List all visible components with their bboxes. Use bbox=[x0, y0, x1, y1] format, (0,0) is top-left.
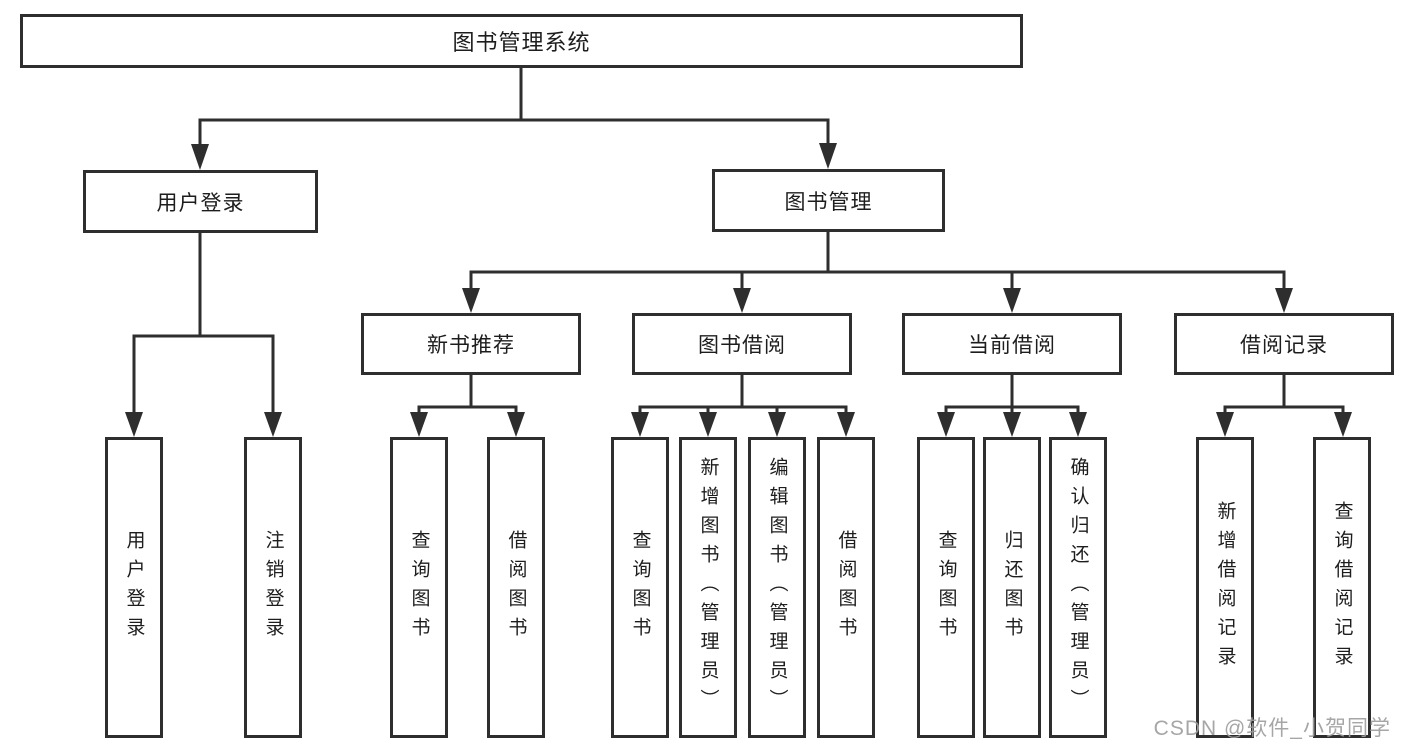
leaf-query-book-current: 查询图书 bbox=[917, 437, 975, 738]
leaf-add-borrow-record: 新增借阅记录 bbox=[1196, 437, 1254, 738]
node-book-borrow: 图书借阅 bbox=[632, 313, 852, 375]
node-current-borrow: 当前借阅 bbox=[902, 313, 1122, 375]
csdn-watermark: CSDN @软件_小贺同学 bbox=[1153, 717, 1391, 740]
leaf-query-book-recommend: 查询图书 bbox=[390, 437, 448, 738]
leaf-query-book-borrow: 查询图书 bbox=[611, 437, 669, 738]
node-borrow-records: 借阅记录 bbox=[1174, 313, 1394, 375]
node-new-book-recommend: 新书推荐 bbox=[361, 313, 581, 375]
leaf-user-login: 用户登录 bbox=[105, 437, 163, 738]
leaf-borrow-book-recommend: 借阅图书 bbox=[487, 437, 545, 738]
leaf-borrow-book: 借阅图书 bbox=[817, 437, 875, 738]
node-book-management: 图书管理 bbox=[712, 169, 945, 232]
leaf-edit-book-admin: 编辑图书（管理员） bbox=[748, 437, 806, 738]
node-root-system: 图书管理系统 bbox=[20, 14, 1023, 68]
leaf-logout: 注销登录 bbox=[244, 437, 302, 738]
node-user-login: 用户登录 bbox=[83, 170, 318, 233]
leaf-confirm-return-admin: 确认归还（管理员） bbox=[1049, 437, 1107, 738]
leaf-query-borrow-record: 查询借阅记录 bbox=[1313, 437, 1371, 738]
leaf-return-book: 归还图书 bbox=[983, 437, 1041, 738]
leaf-add-book-admin: 新增图书（管理员） bbox=[679, 437, 737, 738]
arrowheads bbox=[125, 143, 1352, 437]
